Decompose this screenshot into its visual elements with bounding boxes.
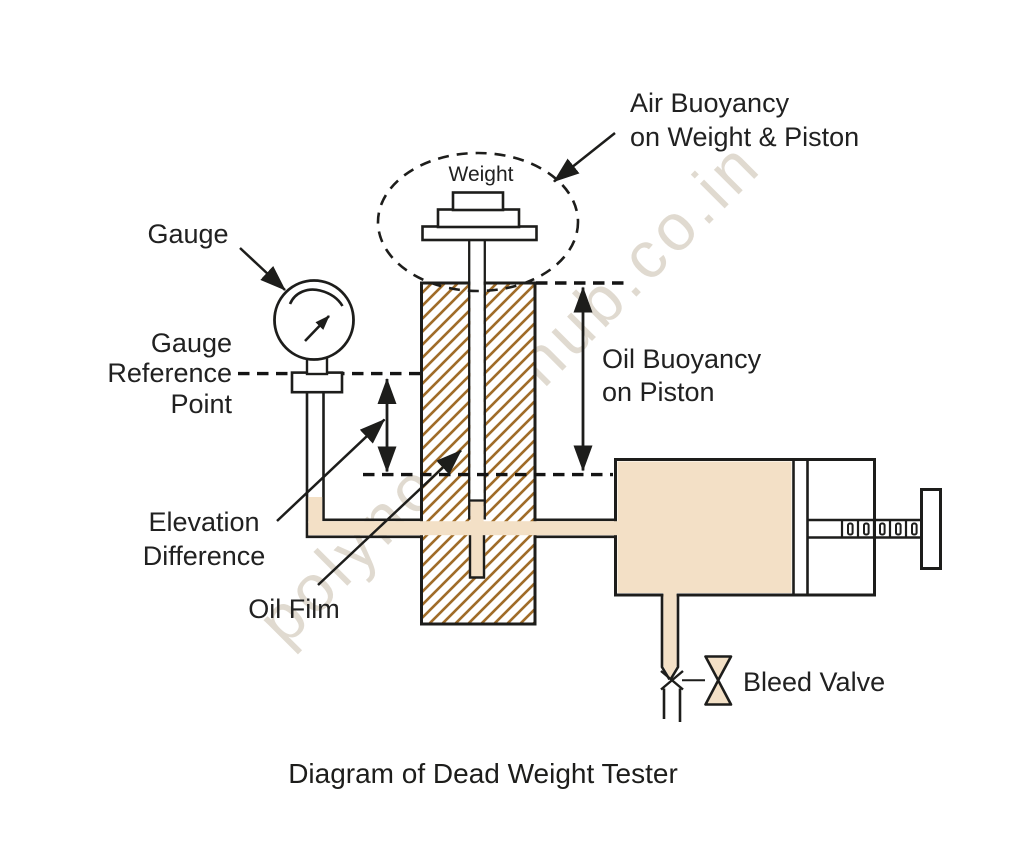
piston-rod (468, 239, 486, 520)
oil-channels (308, 497, 618, 536)
screw-press (807, 488, 942, 570)
reservoir-oil (617, 461, 792, 593)
air-buoyancy-label-line1: Air Buoyancy (630, 88, 790, 118)
gauge-needle (304, 315, 330, 342)
elevation-label-line1: Elevation (148, 507, 259, 537)
oil-buoyancy-label-line1: Oil Buoyancy (602, 344, 762, 374)
weight-label: Weight (449, 163, 514, 186)
oil-notch (468, 534, 486, 579)
elevation-leader (276, 418, 386, 522)
bleed-valve-label: Bleed Valve (743, 667, 885, 697)
bleed-valve (660, 655, 733, 706)
oil-film-label: Oil Film (248, 594, 339, 624)
air-buoyancy-label-line2: on Weight & Piston (630, 122, 859, 152)
gauge-flange (290, 371, 344, 394)
gauge-reference-label-line1: Gauge (151, 328, 232, 358)
bleed-valve-icon (704, 655, 733, 682)
gauge-leader (239, 247, 286, 291)
drain-pipe (660, 592, 682, 722)
diagram-caption: Diagram of Dead Weight Tester (288, 758, 678, 789)
air-buoyancy-boundary (376, 151, 580, 293)
pump-handle (920, 488, 942, 570)
gauge-label: Gauge (147, 219, 228, 249)
gauge-dial-arc (288, 288, 344, 307)
air-buoyancy-leader (553, 132, 616, 183)
elevation-label-line2: Difference (143, 541, 266, 571)
gauge-dial (273, 279, 355, 361)
weight-stack (421, 191, 538, 242)
pressure-gauge (273, 279, 355, 394)
oil-reservoir-pump (614, 458, 942, 597)
gauge-reference-label-line3: Point (170, 389, 232, 419)
gauge-reference-label-line2: Reference (107, 358, 232, 388)
oil-film-leader (317, 449, 462, 586)
oil-buoyancy-label-line2: on Piston (602, 377, 715, 407)
